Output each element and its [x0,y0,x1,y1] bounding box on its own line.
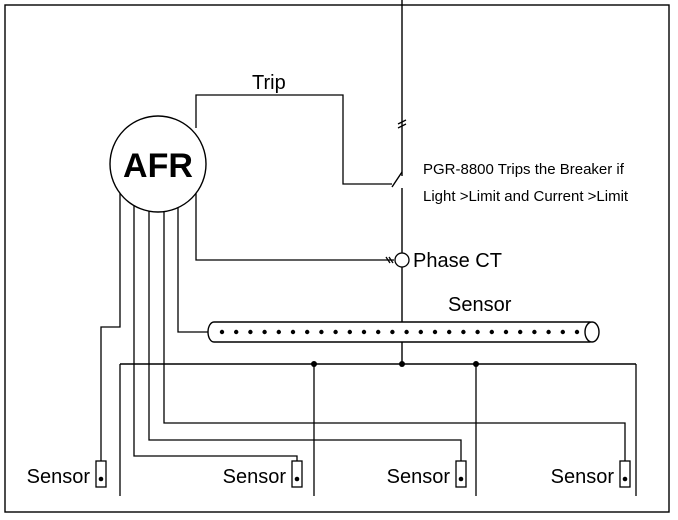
main-feeder-line [391,0,407,364]
afr-relay: AFR [109,115,207,213]
sensor-wiring [100,188,626,461]
point-sensor-3: Sensor [387,460,467,488]
fiber-dot [305,329,310,335]
point-sensor-label: Sensor [387,466,451,488]
trip-label: Trip [252,72,286,94]
phase-ct-symbol [394,252,410,268]
fiber-dot [404,329,409,335]
fiber-sensor-dots [219,329,580,335]
afr-label: AFR [123,147,193,185]
fiber-dot [418,329,423,335]
fiber-dot [432,329,438,335]
fiber-dot [361,329,367,335]
fiber-dot [560,329,565,335]
fiber-dot [461,329,466,335]
point-sensor-4: Sensor [551,460,631,488]
fiber-dot [489,329,494,335]
fiber-dot [234,329,239,335]
fiber-dot [390,329,395,335]
diagram-frame [4,4,670,513]
point-sensor-label: Sensor [27,466,91,488]
phase-ct-label: Phase CT [413,250,502,272]
fiber-sensor-label: Sensor [448,294,512,316]
fiber-dot [518,329,523,335]
fiber-dot [248,329,253,335]
note-line-1: PGR-8800 Trips the Breaker if [423,161,625,178]
bus-junction-2 [399,361,405,367]
trip-wire [195,94,392,185]
bus-junction-3 [473,361,479,367]
fiber-dot [262,329,267,335]
fiber-dot [290,329,296,335]
fiber-dot [574,329,580,335]
fiber-dot [376,329,381,335]
fiber-dot [475,329,480,335]
note-line-2: Light >Limit and Current >Limit [423,188,629,205]
fiber-sensor [207,321,600,343]
breaker-switch [391,171,403,188]
point-sensor-2: Sensor [223,460,303,488]
fiber-dot [276,329,281,335]
phase-ct [195,183,410,268]
point-sensor-1: Sensor [27,460,107,488]
point-sensor-label: Sensor [223,466,287,488]
fiber-dot [447,329,452,335]
fiber-dot [333,329,338,335]
fiber-dot [319,329,324,335]
fiber-dot [347,329,352,335]
bus-bar [119,361,637,496]
fiber-dot [503,329,509,335]
fiber-dot [219,329,225,335]
fiber-dot [546,329,551,335]
fiber-dot [532,329,537,335]
bus-junction-1 [311,361,317,367]
point-sensor-label: Sensor [551,466,615,488]
